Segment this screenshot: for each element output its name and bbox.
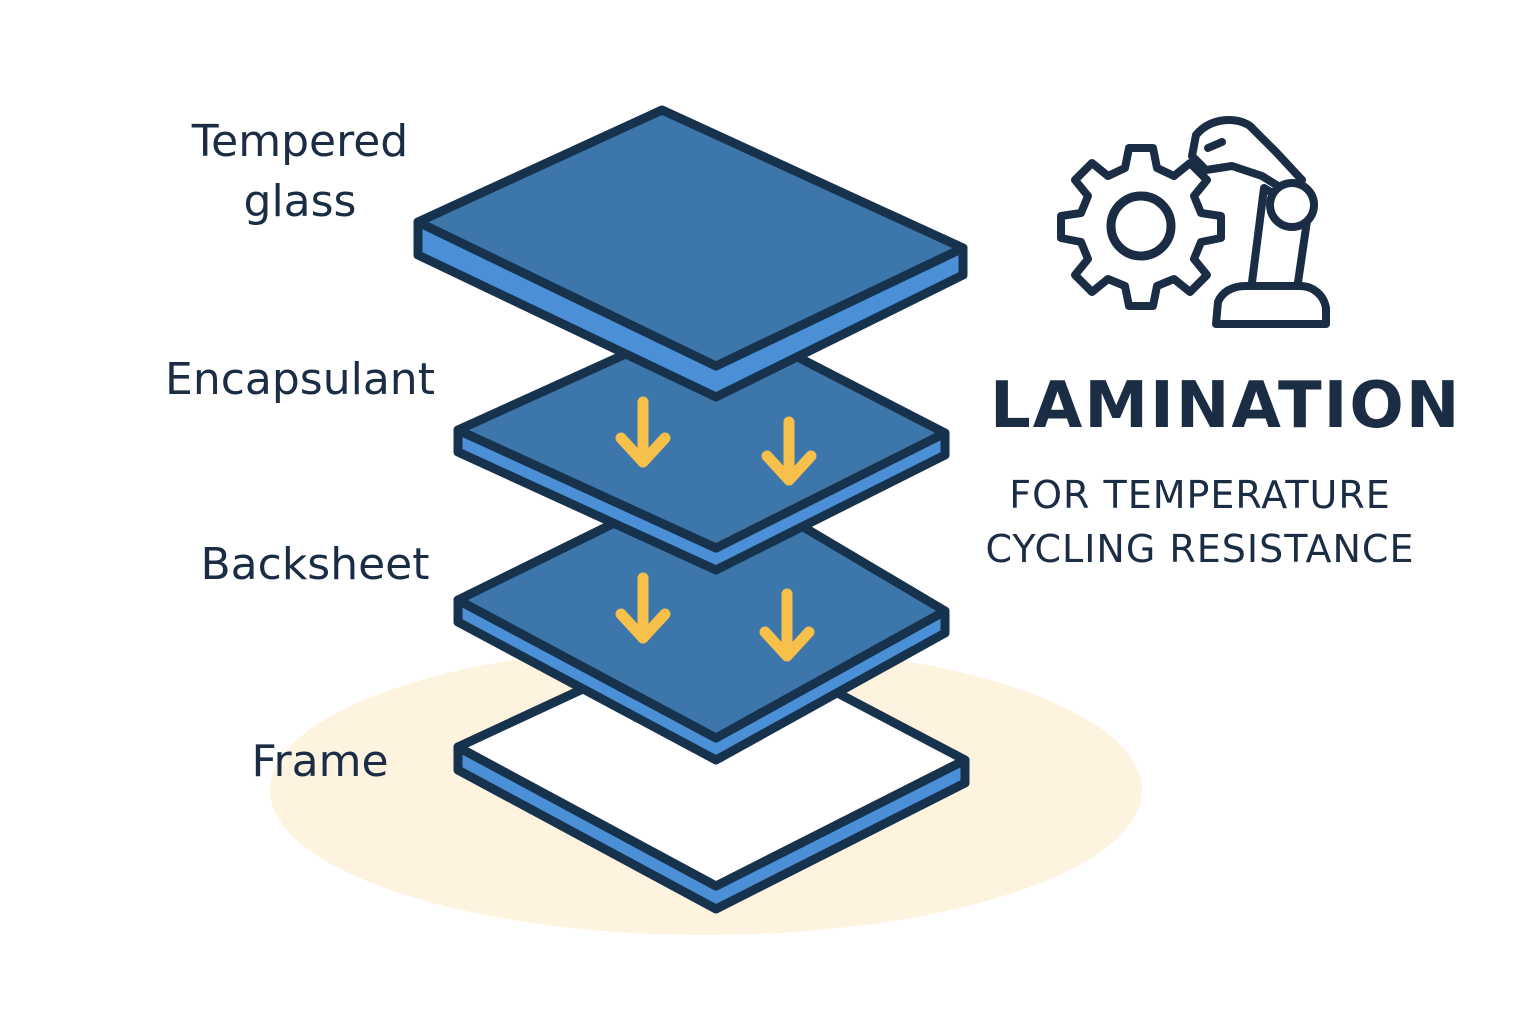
- gear-icon: [1057, 144, 1225, 310]
- layer-label-encapsulant: Encapsulant: [165, 354, 435, 405]
- glass-layer: [413, 105, 968, 402]
- layer-label-frame: Frame: [251, 736, 389, 787]
- down-arrow-icon: [759, 588, 815, 662]
- diagram-title: LAMINATION: [990, 369, 1462, 443]
- down-arrow-icon: [615, 572, 671, 644]
- glass-top-face: [413, 105, 968, 371]
- robot-arm-icon: [1188, 116, 1330, 328]
- encapsulant-layer: [453, 309, 950, 575]
- down-arrow-icon: [615, 396, 671, 468]
- backsheet-layer: [453, 469, 950, 765]
- layer-label-glass: Tempered glass: [191, 116, 409, 227]
- layer-label-backsheet: Backsheet: [200, 539, 430, 590]
- down-arrow-icon: [761, 416, 817, 486]
- diagram-subtitle: FOR TEMPERATURE CYCLING RESISTANCE: [985, 473, 1415, 571]
